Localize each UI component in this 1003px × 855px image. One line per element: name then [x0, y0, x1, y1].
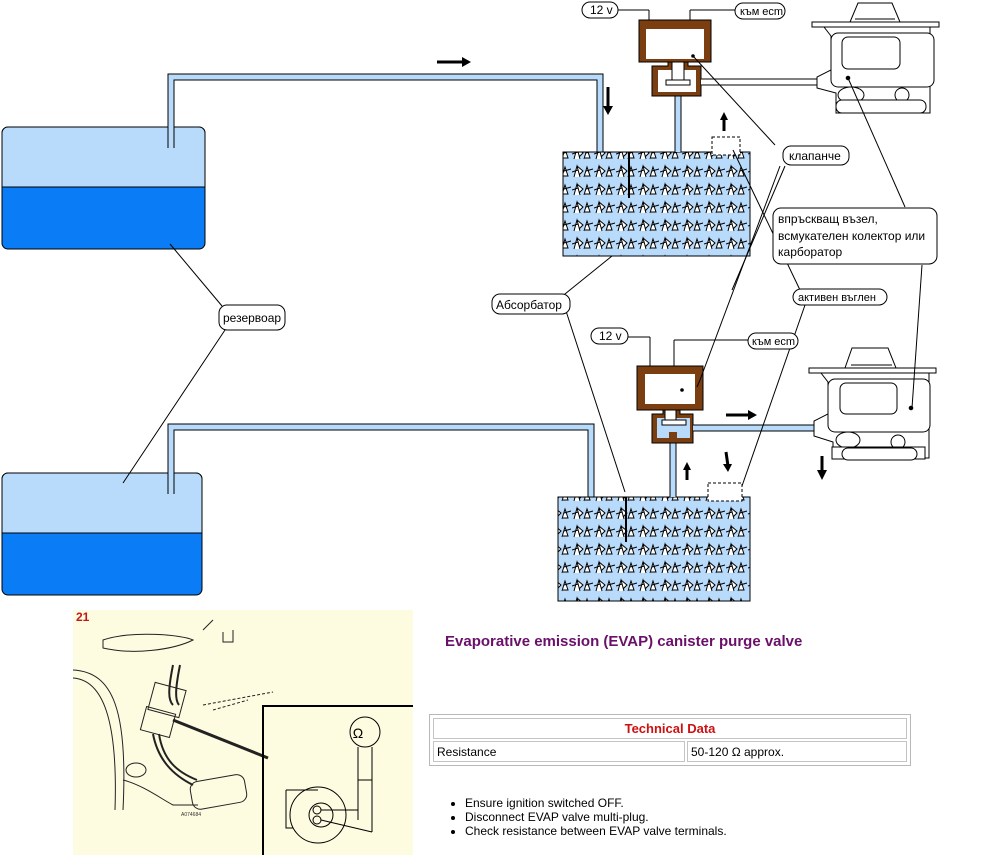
callout-ecm-bottom: към ecm: [747, 332, 799, 350]
callout-ecm-bottom-text: към ecm: [752, 336, 795, 348]
engine-bottom: [808, 347, 937, 461]
callout-volt-bottom-text: 12 v: [599, 329, 622, 343]
leader-lines: [122, 9, 923, 493]
flow-arrow-up-bottom: [683, 462, 691, 480]
vapor-pipe-bottom: [167, 423, 595, 497]
callout-tank-text: резервоар: [223, 311, 281, 325]
callout-volt-top: 12 v: [581, 1, 619, 19]
tank-top: [1, 126, 206, 250]
evap-system-diagram: 12 v към ecm клапанче впръскващ възел, в…: [1, 1, 940, 602]
list-item: Disconnect EVAP valve multi-plug.: [465, 810, 727, 824]
canister-bottom: [557, 482, 751, 602]
callout-charcoal-text: активен въглен: [798, 292, 876, 304]
purge-valve-top: [638, 19, 820, 152]
callout-absorber-text: Абсорбатор: [496, 298, 562, 312]
callout-ecm-top-text: към ecm: [740, 6, 783, 18]
tank-bottom: [1, 472, 203, 596]
list-item: Check resistance between EVAP valve term…: [465, 824, 727, 838]
callout-valve-text: клапанче: [789, 149, 841, 163]
callout-intake: впръскващ възел, всмукателен колектор ил…: [772, 207, 938, 265]
callout-intake-line3: карборатор: [778, 245, 843, 259]
engine-top: [811, 2, 940, 114]
list-item: Ensure ignition switched OFF.: [465, 796, 727, 810]
callout-intake-line2: всмукателен колектор или: [778, 229, 925, 243]
callout-volt-top-text: 12 v: [590, 3, 613, 17]
flow-arrow-down-bottom-canister: [723, 451, 732, 472]
purge-valve-photo: 21: [73, 610, 413, 855]
callout-valve: клапанче: [782, 145, 850, 166]
flow-arrow-up-top: [720, 112, 728, 131]
resistance-value: 50-120 Ω approx.: [687, 741, 907, 762]
purge-valve-bottom: [636, 365, 815, 497]
table-row: Resistance 50-120 Ω approx.: [433, 741, 907, 762]
purge-valve-illustration: Ω: [73, 619, 413, 855]
canister-top: [562, 136, 751, 257]
callout-volt-bottom: 12 v: [590, 327, 629, 345]
callout-intake-line1: впръскващ възел,: [778, 212, 878, 226]
vapor-pipe-top: [167, 73, 604, 152]
figure-number: 21: [76, 610, 90, 624]
procedure-steps: Ensure ignition switched OFF. Disconnect…: [447, 796, 727, 838]
flow-arrow-right-top: [437, 57, 471, 67]
figure-code: A074684: [181, 812, 202, 818]
callout-ecm-top: към ecm: [734, 2, 786, 20]
callout-tank: резервоар: [218, 304, 286, 331]
ohm-meter-icon: Ω: [353, 725, 363, 741]
flow-arrow-down-top: [603, 87, 613, 115]
technical-data-header: Technical Data: [433, 718, 907, 739]
page-title: Evaporative emission (EVAP) canister pur…: [445, 633, 803, 650]
callout-absorber: Абсорбатор: [491, 293, 571, 315]
technical-data-table: Technical Data Resistance 50-120 Ω appro…: [429, 714, 911, 766]
flow-arrow-down-bottom-engine: [817, 456, 827, 480]
flow-arrow-right-bottom: [726, 410, 757, 420]
callout-charcoal: активен въглен: [792, 288, 888, 306]
resistance-label: Resistance: [433, 741, 685, 762]
